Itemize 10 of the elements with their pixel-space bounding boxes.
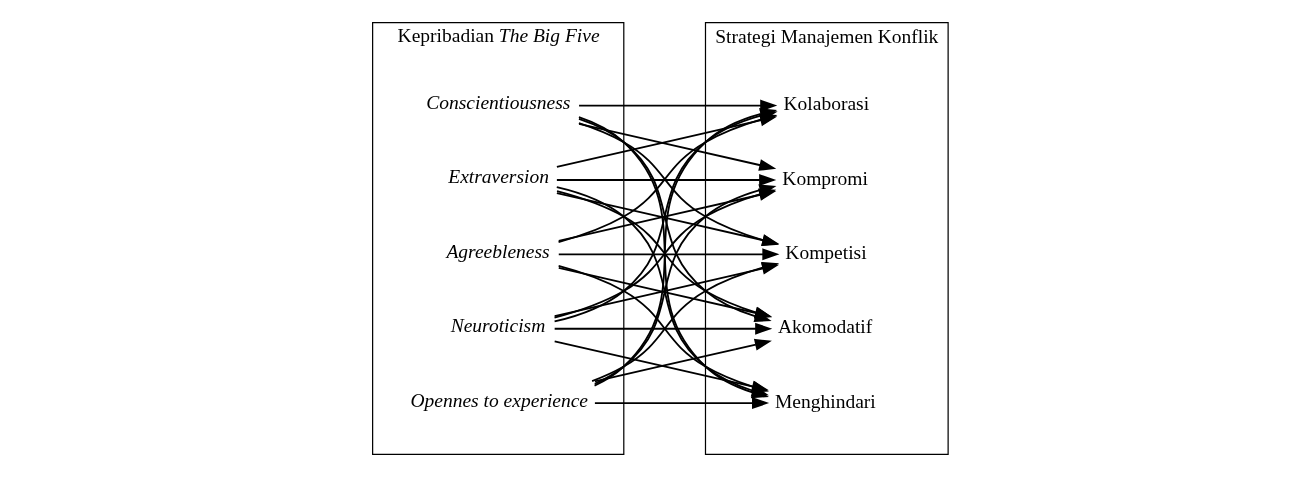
node-text: Kompetisi (784, 241, 867, 263)
node-text: Menghindari (774, 390, 876, 412)
node-text: Conscientiousness (425, 92, 570, 114)
node-text: Kompromi (781, 167, 868, 189)
node-text: Opennes to experience (409, 389, 588, 411)
node-text: Neuroticism (450, 315, 545, 337)
node-text: Kolaborasi (783, 93, 869, 115)
node-text: Akomodatif (777, 316, 872, 338)
node-text: Agreebleness (445, 240, 550, 262)
node-text: Extraversion (447, 166, 549, 188)
